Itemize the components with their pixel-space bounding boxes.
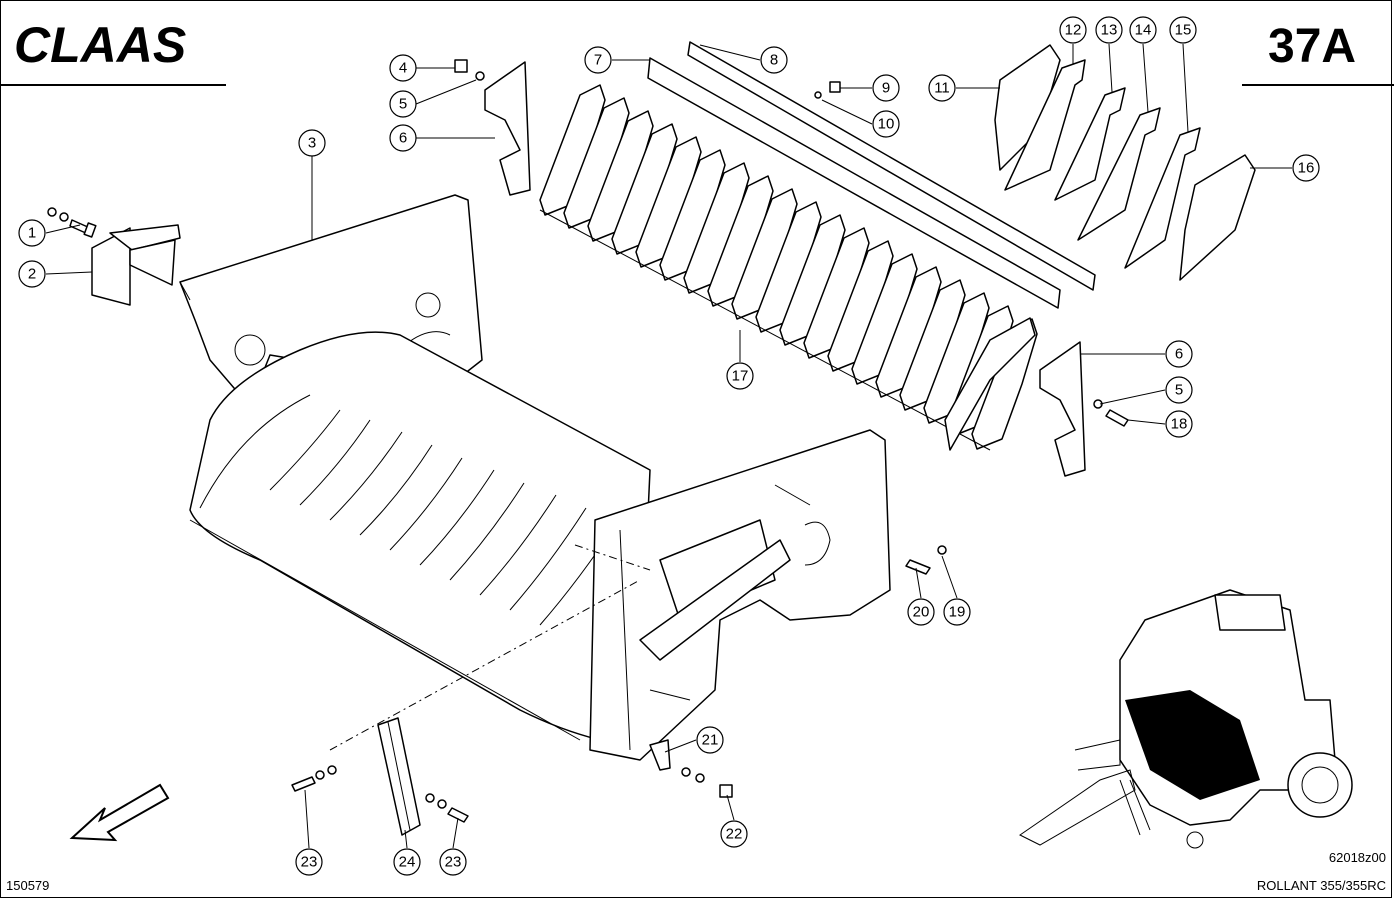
callout-24: 24 <box>393 848 421 876</box>
callout-6-bottom: 6 <box>1165 340 1193 368</box>
callout-4: 4 <box>389 54 417 82</box>
svg-text:1: 1 <box>28 225 36 242</box>
comb-edge <box>539 209 991 451</box>
callout-5-top: 5 <box>389 90 417 118</box>
comb-plate <box>971 318 1038 450</box>
svg-text:23: 23 <box>301 854 318 871</box>
stripper-comb <box>539 84 1038 451</box>
baler-overview-icon <box>1019 589 1353 849</box>
plate-13 <box>1054 87 1126 201</box>
arrow-direction-icon <box>69 783 170 842</box>
svg-text:14: 14 <box>1135 22 1152 39</box>
page-code: 37A <box>1268 20 1356 73</box>
callout-23-right: 23 <box>439 848 467 876</box>
svg-text:11: 11 <box>934 80 950 97</box>
floor-pan <box>189 331 651 741</box>
svg-text:17: 17 <box>732 368 749 385</box>
svg-text:7: 7 <box>594 52 602 69</box>
bolt-washer-set-23-left <box>291 765 337 792</box>
side-frame-right <box>589 429 891 761</box>
svg-text:21: 21 <box>702 732 719 749</box>
svg-text:5: 5 <box>1175 382 1183 399</box>
callout-10: 10 <box>872 110 900 138</box>
svg-text:22: 22 <box>726 826 743 843</box>
bolt-washer-set-21-22 <box>649 739 733 798</box>
drawing-code: 62018z00 <box>1329 850 1386 865</box>
callout-18: 18 <box>1165 410 1193 438</box>
callout-1: 1 <box>18 219 46 247</box>
comb-end-plate <box>944 317 1036 451</box>
bolt-washer-set-23-right <box>425 793 469 823</box>
bracket-upper <box>484 61 531 196</box>
brand-logo: CLAAS <box>14 17 186 73</box>
centerline-upper <box>574 544 651 571</box>
callout-11: 11 <box>928 74 956 102</box>
bolt-washer-set-1 <box>47 207 97 238</box>
callout-12: 12 <box>1059 16 1087 44</box>
svg-text:15: 15 <box>1175 22 1192 39</box>
bolt-washer-set-4-5 <box>454 59 485 81</box>
callout-22: 22 <box>720 820 748 848</box>
plate-16 <box>1179 154 1256 281</box>
bar-strip-8 <box>687 41 1096 291</box>
callout-21: 21 <box>696 726 724 754</box>
callout-13: 13 <box>1095 16 1123 44</box>
callout-16: 16 <box>1292 154 1320 182</box>
callout-8: 8 <box>760 46 788 74</box>
leader-lines <box>45 43 1292 849</box>
callout-20: 20 <box>907 598 935 626</box>
svg-text:24: 24 <box>399 854 416 871</box>
svg-text:16: 16 <box>1298 160 1315 177</box>
callout-3: 3 <box>298 129 326 157</box>
callout-14: 14 <box>1129 16 1157 44</box>
bolt-washer-set-19-20 <box>905 545 947 575</box>
svg-text:10: 10 <box>878 116 895 133</box>
callout-5-bottom: 5 <box>1165 376 1193 404</box>
guard-plate <box>91 224 181 306</box>
plate-12 <box>1004 59 1086 191</box>
svg-text:2: 2 <box>28 266 36 283</box>
callout-19: 19 <box>943 598 971 626</box>
model-name: ROLLANT 355/355RC <box>1257 878 1386 893</box>
svg-text:13: 13 <box>1101 22 1118 39</box>
svg-text:6: 6 <box>1175 346 1183 363</box>
centerline-lower <box>329 579 641 751</box>
callout-23-left: 23 <box>295 848 323 876</box>
bar-strip-7 <box>647 57 1061 309</box>
svg-text:19: 19 <box>949 604 966 621</box>
plate-14 <box>1077 107 1161 241</box>
callout-9: 9 <box>872 74 900 102</box>
callout-7: 7 <box>584 46 612 74</box>
callout-17: 17 <box>726 362 754 390</box>
callout-2: 2 <box>18 260 46 288</box>
svg-text:5: 5 <box>399 96 407 113</box>
svg-text:12: 12 <box>1065 22 1082 39</box>
bracket-lower <box>1039 341 1086 477</box>
svg-text:20: 20 <box>913 604 930 621</box>
svg-text:6: 6 <box>399 130 407 147</box>
svg-text:9: 9 <box>882 80 890 97</box>
svg-text:3: 3 <box>308 135 316 152</box>
figure-code: 150579 <box>6 878 49 893</box>
svg-text:8: 8 <box>770 52 778 69</box>
support-bar <box>377 717 421 836</box>
svg-text:23: 23 <box>445 854 462 871</box>
bolt-washer-set-9-10 <box>814 81 841 99</box>
bolt-washer-set-5-18 <box>1093 399 1129 427</box>
svg-text:4: 4 <box>399 60 407 77</box>
callout-15: 15 <box>1169 16 1197 44</box>
svg-text:18: 18 <box>1171 416 1188 433</box>
callout-6-top: 6 <box>389 124 417 152</box>
plate-15 <box>1124 127 1201 269</box>
